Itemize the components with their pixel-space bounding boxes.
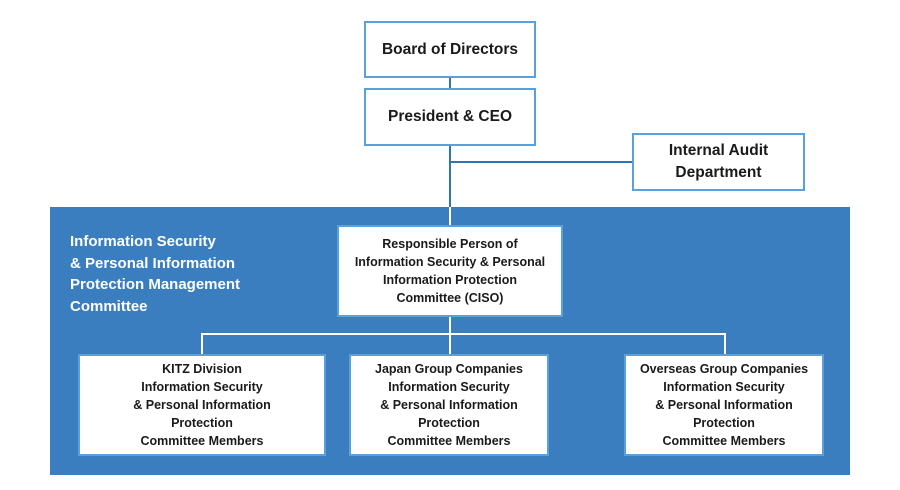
internal-audit-label: Internal Audit Department <box>668 142 769 181</box>
connector-horizontal-branch <box>201 333 725 335</box>
board-of-directors-node: Board of Directors <box>364 21 536 78</box>
connector-audit <box>450 161 633 163</box>
japan-group-node: Japan Group Companies Information Securi… <box>349 354 549 456</box>
connector-branch-japan <box>449 333 451 354</box>
overseas-group-label: Overseas Group Companies Information Sec… <box>639 362 809 448</box>
internal-audit-node: Internal Audit Department <box>632 133 805 191</box>
connector-branch-kitz <box>201 333 203 354</box>
president-ceo-label: President & CEO <box>387 108 513 125</box>
connector-branch-overseas <box>724 333 726 354</box>
ciso-label: Responsible Person of Information Securi… <box>354 237 546 305</box>
president-ceo-node: President & CEO <box>364 88 536 146</box>
kitz-division-label: KITZ Division Information Security & Per… <box>133 362 271 448</box>
ciso-node: Responsible Person of Information Securi… <box>337 225 563 317</box>
japan-group-label: Japan Group Companies Information Securi… <box>375 362 523 448</box>
connector-ciso-down <box>449 317 451 334</box>
kitz-division-node: KITZ Division Information Security & Per… <box>78 354 326 456</box>
overseas-group-node: Overseas Group Companies Information Sec… <box>624 354 824 456</box>
connector-president-ciso <box>449 146 451 207</box>
board-of-directors-label: Board of Directors <box>381 40 519 58</box>
connector-board-president <box>449 78 451 88</box>
committee-title: Information Security & Personal Informat… <box>70 233 241 315</box>
connector-into-ciso <box>449 207 451 225</box>
